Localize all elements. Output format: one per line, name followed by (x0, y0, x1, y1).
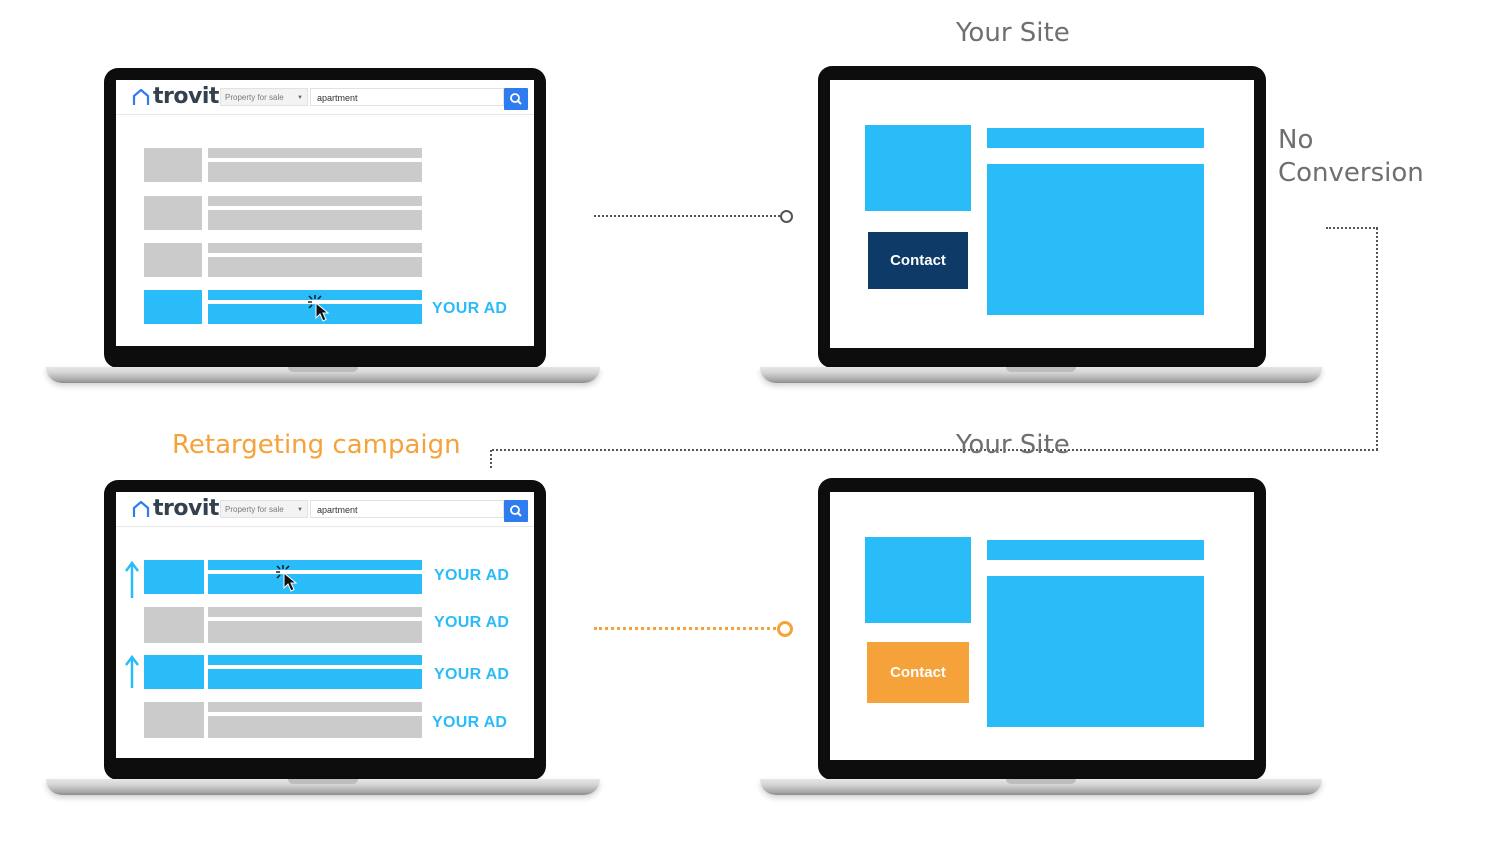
site-content-block (987, 576, 1204, 727)
listing-title-bar (208, 196, 422, 206)
laptop-your-site-top: Contact (760, 66, 1322, 390)
laptop-trovit-retargeting: trovit Property for sale ▼ apartment (46, 480, 600, 800)
your-site-caption-top: Your Site (956, 18, 1070, 48)
ad-listing-title-bar[interactable] (208, 655, 422, 665)
listing-thumb (144, 196, 202, 230)
arrow-up-icon (125, 560, 139, 598)
no-conversion-caption: No Conversion (1278, 124, 1424, 190)
search-input[interactable]: apartment (310, 88, 504, 106)
connector-no-conversion-short (1326, 227, 1378, 229)
connector-bottom-endpoint (777, 621, 793, 637)
your-site-caption-bottom: Your Site (956, 430, 1070, 460)
laptop-screen: Contact (830, 492, 1254, 760)
ad-listing-thumb[interactable] (144, 560, 204, 594)
listing-desc-bar (208, 716, 422, 738)
listing-desc-bar (208, 210, 422, 230)
trovit-logo[interactable]: trovit (132, 84, 219, 109)
connector-bottom (594, 627, 776, 630)
house-icon (132, 500, 150, 517)
laptop-screen: trovit Property for sale ▼ apartment (116, 80, 534, 346)
site-content-block (987, 164, 1204, 315)
ad-listing-desc-bar[interactable] (208, 304, 422, 324)
contact-button-dark[interactable]: Contact (868, 232, 968, 289)
search-icon (510, 93, 522, 105)
listing-thumb (144, 148, 202, 182)
your-ad-label: YOUR AD (434, 567, 510, 584)
connector-top (594, 215, 780, 217)
your-ad-label: YOUR AD (434, 666, 510, 683)
connector-top-endpoint (780, 210, 793, 223)
search-icon (510, 505, 522, 517)
site-image-block (865, 537, 971, 623)
laptop-base (760, 367, 1322, 383)
property-type-value: Property for sale (225, 505, 284, 514)
trovit-logo-text: trovit (153, 496, 219, 521)
laptop-your-site-bottom: Contact (760, 478, 1322, 802)
laptop-base-notch (288, 779, 358, 784)
search-button[interactable] (504, 500, 528, 522)
connector-no-conversion-vertical (1376, 228, 1378, 450)
your-ad-label: YOUR AD (432, 300, 508, 317)
listing-desc-bar (208, 621, 422, 643)
laptop-base (46, 367, 600, 383)
listing-thumb (144, 702, 204, 738)
property-type-value: Property for sale (225, 93, 284, 102)
house-icon (132, 88, 150, 105)
chevron-down-icon: ▼ (297, 95, 303, 101)
arrow-up-icon (125, 654, 139, 688)
connector-retargeting-long (492, 449, 1378, 451)
property-type-select[interactable]: Property for sale ▼ (220, 88, 308, 106)
trovit-logo[interactable]: trovit (132, 496, 219, 521)
property-type-select[interactable]: Property for sale ▼ (220, 500, 308, 518)
laptop-screen: trovit Property for sale ▼ apartment (116, 492, 534, 758)
your-ad-label: YOUR AD (432, 714, 508, 731)
laptop-screen: Contact (830, 80, 1254, 348)
chevron-down-icon: ▼ (297, 507, 303, 513)
listing-desc-bar (208, 162, 422, 182)
trovit-header: trovit Property for sale ▼ apartment (116, 492, 534, 527)
trovit-header: trovit Property for sale ▼ apartment (116, 80, 534, 115)
listing-thumb (144, 607, 204, 643)
listing-title-bar (208, 243, 422, 253)
no-conversion-line-1: No (1278, 125, 1314, 155)
site-title-block (987, 540, 1204, 560)
laptop-base (46, 779, 600, 795)
laptop-base (760, 779, 1322, 795)
ad-listing-thumb[interactable] (144, 655, 204, 689)
listing-title-bar (208, 702, 422, 712)
laptop-base-notch (1006, 367, 1076, 372)
connector-retargeting-drop (490, 450, 492, 468)
ad-listing-thumb[interactable] (144, 290, 202, 324)
listing-title-bar (208, 148, 422, 158)
laptop-trovit-top: trovit Property for sale ▼ apartment (46, 68, 600, 388)
laptop-base-notch (288, 367, 358, 372)
laptop-base-notch (1006, 779, 1076, 784)
your-ad-label: YOUR AD (434, 614, 510, 631)
retargeting-campaign-caption: Retargeting campaign (172, 430, 461, 460)
site-title-block (987, 128, 1204, 148)
trovit-logo-text: trovit (153, 84, 219, 109)
site-image-block (865, 125, 971, 211)
contact-button-orange[interactable]: Contact (867, 642, 969, 703)
ad-listing-title-bar[interactable] (208, 560, 422, 570)
listing-thumb (144, 243, 202, 277)
search-button[interactable] (504, 88, 528, 110)
search-input[interactable]: apartment (310, 500, 504, 518)
click-cursor-icon (276, 565, 298, 592)
click-cursor-icon (308, 295, 330, 322)
listing-desc-bar (208, 257, 422, 277)
listing-title-bar (208, 607, 422, 617)
no-conversion-line-2: Conversion (1278, 158, 1424, 188)
ad-listing-desc-bar[interactable] (208, 574, 422, 594)
ad-listing-desc-bar[interactable] (208, 669, 422, 689)
